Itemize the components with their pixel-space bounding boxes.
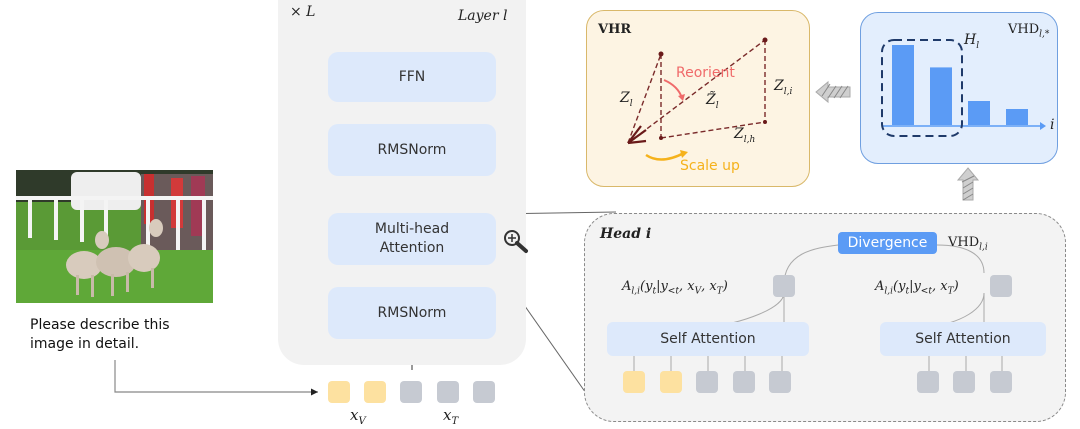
z-label: Zl	[620, 90, 633, 109]
right-attention-formula: Al,i(yt|y<t, xT)	[875, 279, 959, 297]
magnifier-plus-icon	[504, 230, 528, 253]
vector-z	[627, 53, 662, 144]
text-token	[437, 381, 459, 403]
prompt-text: Please describe this image in detail.	[30, 317, 170, 352]
scale-up-label: Scale up	[680, 158, 740, 174]
reorient-arrow-icon	[663, 79, 683, 99]
vhd-bar	[892, 45, 914, 125]
text-token-label: xT	[443, 406, 459, 427]
self-attention-right: Self Attention	[880, 322, 1046, 356]
head-title: Head i	[600, 226, 652, 242]
vhr-panel	[586, 10, 810, 187]
vector-z-h	[660, 121, 766, 139]
self-attention-left: Self Attention	[607, 322, 809, 356]
visual-token	[328, 381, 350, 403]
vhr-vector-diagram	[627, 37, 768, 161]
vhd-bar	[930, 67, 952, 125]
text-token	[400, 381, 422, 403]
visual-token-label: xV	[350, 406, 366, 427]
layer-title: Layer l	[458, 8, 508, 24]
text-token	[769, 371, 791, 393]
text-token	[917, 371, 939, 393]
text-token	[990, 371, 1012, 393]
highlight-box	[881, 39, 963, 137]
divergence-badge: Divergence	[838, 232, 937, 254]
vhd-bar	[968, 101, 990, 125]
highlight-label: Hl	[964, 32, 980, 51]
scale-up-arrow-icon	[645, 151, 685, 161]
vhd-bar-chart	[881, 39, 1046, 137]
multi-head-attention-block[interactable]: Multi-head Attention	[328, 213, 496, 265]
z-tilde-label: Z̃l	[706, 92, 719, 111]
axis-label-i: i	[1050, 117, 1055, 133]
z-i-label: Zl,i	[774, 78, 793, 97]
vhd-panel	[860, 12, 1058, 164]
text-token	[473, 381, 495, 403]
prompt-to-tokens-arrow	[114, 360, 318, 396]
text-token	[733, 371, 755, 393]
vhd-title: VHDl,*	[1008, 22, 1050, 40]
attention-output-token	[773, 275, 795, 297]
vhr-title: VHR	[598, 22, 632, 37]
vhd-head-label: VHDl,i	[948, 235, 988, 253]
rmsnorm-block-top: RMSNorm	[328, 124, 496, 176]
vector-z-tilde	[627, 39, 766, 144]
ffn-block: FFN	[328, 52, 496, 102]
reorient-label: Reorient	[676, 65, 735, 81]
input-image	[16, 170, 213, 303]
visual-token	[660, 371, 682, 393]
repeat-label: × L	[290, 4, 316, 20]
z-h-label: Zl,h	[734, 126, 756, 145]
rmsnorm-block-bottom: RMSNorm	[328, 287, 496, 339]
text-token	[953, 371, 975, 393]
lambs-photo	[16, 170, 213, 303]
visual-token	[364, 381, 386, 403]
visual-token	[623, 371, 645, 393]
attention-output-token	[990, 275, 1012, 297]
left-attention-formula: Al,i(yt|y<t, xV, xT)	[622, 279, 728, 297]
hatched-arrow-left-icon	[815, 80, 851, 104]
text-token	[696, 371, 718, 393]
vhd-bar	[1006, 109, 1028, 125]
hatched-arrow-up-icon	[956, 167, 980, 201]
